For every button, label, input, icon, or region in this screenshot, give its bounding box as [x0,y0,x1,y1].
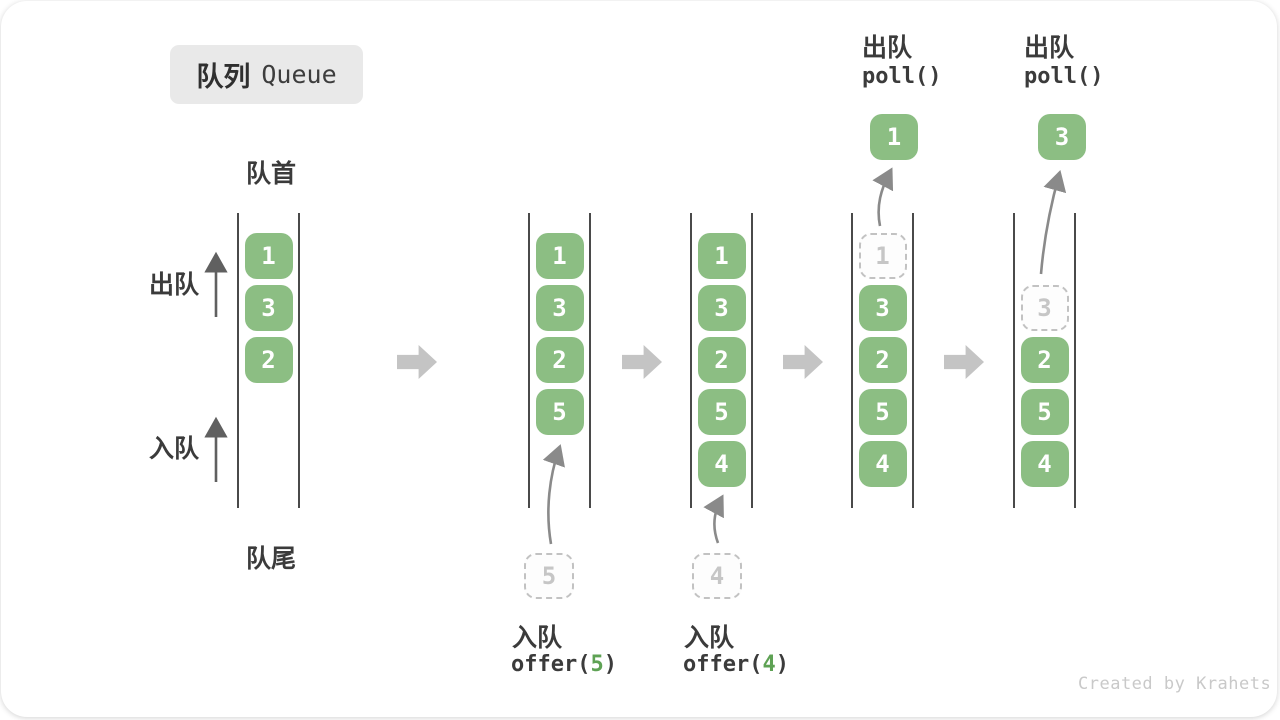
queue-item: 5 [1020,389,1069,435]
title-en: Queue [261,60,337,89]
op-code-text: offer( [511,652,591,677]
op-label-enqueue: 入队 [512,624,563,652]
label-queue-front: 队首 [246,160,297,188]
queue-item: 5 [858,389,907,435]
queue-item: 2 [535,337,584,383]
enqueue-arrow-icon [703,494,724,544]
incoming-item: 4 [692,553,742,599]
op-code-poll: poll() [1024,64,1104,89]
queue-item: 1 [535,233,584,279]
queue-item-removed: 3 [1020,285,1069,331]
step-arrow-icon [783,345,823,379]
op-code-offer: offer(5) [511,652,617,677]
op-code-text: offer( [683,652,763,677]
queue-item: 3 [244,285,293,331]
queue-wall-left [851,213,853,508]
queue-item: 4 [1020,441,1069,487]
queue-item: 3 [697,285,746,331]
op-code-arg: 5 [590,652,604,677]
queue-wall-right [1074,213,1076,508]
op-code-poll: poll() [862,64,942,89]
op-code-offer: offer(4) [683,652,789,677]
queue-item: 2 [1020,337,1069,383]
dequeued-item: 3 [1038,114,1086,160]
queue-item: 2 [244,337,293,383]
dequeued-item: 1 [870,114,918,160]
queue-item: 1 [697,233,746,279]
queue-wall-right [751,213,753,508]
queue-item: 1 [244,233,293,279]
label-dequeue: 出队 [149,271,200,299]
queue-wall-right [912,213,914,508]
enqueue-arrow-icon [542,444,565,545]
op-label-dequeue: 出队 [1024,34,1075,62]
queue-item: 5 [535,389,584,435]
queue-title: 队列 Queue [170,45,363,104]
op-label-enqueue: 入队 [684,624,735,652]
watermark: Created by Krahets [1078,674,1272,694]
queue-item-removed: 1 [858,233,907,279]
queue-item: 4 [697,441,746,487]
queue-item: 3 [858,285,907,331]
incoming-item: 5 [524,553,574,599]
label-enqueue: 入队 [149,435,200,463]
queue-item: 5 [697,389,746,435]
op-code-arg: 4 [762,652,776,677]
queue-item: 3 [535,285,584,331]
queue-wall-left [237,213,239,508]
title-zh: 队列 [196,62,251,92]
label-queue-rear: 队尾 [246,545,297,573]
queue-wall-left [528,213,530,508]
queue-item: 4 [858,441,907,487]
op-label-dequeue: 出队 [862,34,913,62]
queue-item: 2 [697,337,746,383]
dequeue-arrow-icon [872,167,894,227]
step-arrow-icon [622,345,662,379]
op-code-text: ) [603,652,617,677]
dequeue-arrow-icon [1039,169,1067,275]
step-arrow-icon [397,345,437,379]
queue-wall-left [690,213,692,508]
op-code-text: ) [775,652,789,677]
queue-wall-right [589,213,591,508]
step-arrow-icon [944,345,984,379]
queue-wall-left [1013,213,1015,508]
queue-wall-right [298,213,300,508]
queue-item: 2 [858,337,907,383]
